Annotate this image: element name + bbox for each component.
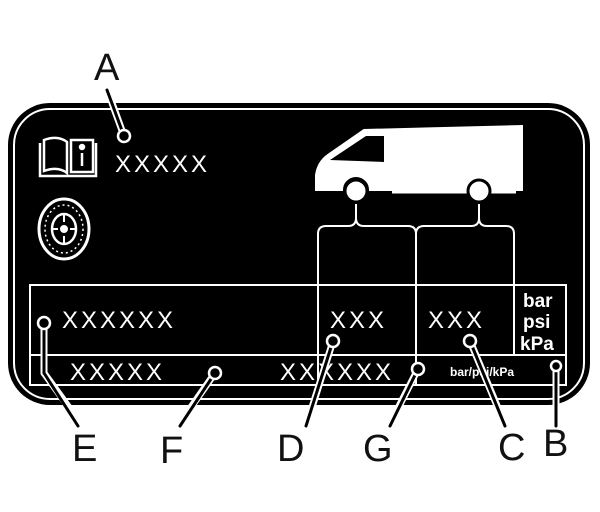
pressure-table — [29, 284, 567, 386]
rear-pressure-text: XXX — [428, 307, 485, 334]
unit-kpa: kPa — [520, 334, 554, 355]
callout-a: A — [94, 47, 120, 89]
callout-g: G — [363, 428, 393, 470]
callout-e: E — [72, 428, 97, 470]
label-inner-border — [13, 108, 585, 400]
row-main-text: XXXXXX — [62, 307, 176, 334]
callout-d: D — [277, 428, 304, 470]
bottom-left-text: XXXXX — [70, 359, 165, 386]
front-pressure-text: XXX — [330, 307, 387, 334]
unit-bar: bar — [523, 291, 553, 312]
axle-brackets — [317, 204, 515, 385]
bottom-middle-text: XXXXXX — [280, 359, 394, 386]
tire-icon — [37, 197, 91, 261]
unit-psi: psi — [523, 312, 550, 333]
callout-dots — [36, 128, 563, 381]
manual-book-info-icon — [38, 136, 98, 178]
callout-c: C — [498, 427, 525, 469]
callout-f: F — [160, 430, 183, 472]
callout-leaders — [42, 88, 558, 428]
callout-b: B — [543, 423, 568, 465]
van-icon — [315, 124, 523, 204]
top-field-text: XXXXX — [115, 151, 210, 178]
